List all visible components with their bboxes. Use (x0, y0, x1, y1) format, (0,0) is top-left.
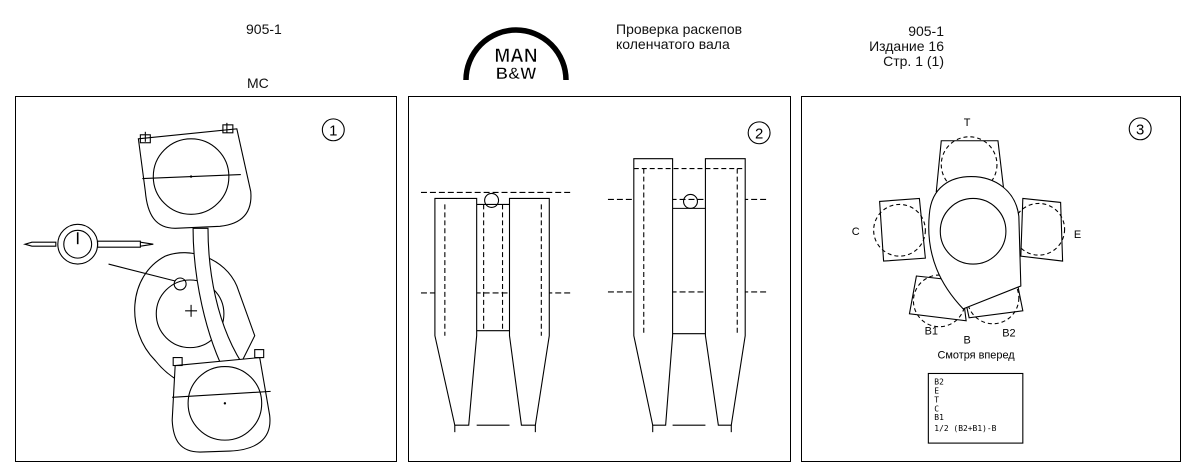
figure-2-number-circle (747, 121, 771, 145)
document-meta: 905-1 Издание 16 Стр. 1 (1) (820, 24, 944, 69)
legend-line: T (934, 395, 939, 404)
gauge-spindle-right (97, 240, 141, 248)
legend-line: E (934, 386, 939, 395)
logo-text-bw: B&W (496, 64, 538, 83)
document-title: Проверка раскепов коленчатого вала (616, 22, 742, 52)
doc-number-right: 905-1 (908, 23, 944, 39)
edition: Издание 16 (869, 38, 944, 54)
doc-number-left: 905-1 (246, 21, 282, 37)
web-right (1020, 197, 1064, 262)
rod-shank (192, 227, 248, 380)
crank-throw-left-view (420, 191, 574, 433)
web-left (879, 197, 926, 262)
engine-series: MC (247, 75, 269, 91)
figure-1-number: 1 (329, 123, 337, 139)
figure-1-number-circle (321, 118, 345, 142)
legend-line: 1/2 (B2+B1)-B (934, 424, 996, 433)
label-b2: B2 (1002, 328, 1015, 340)
upper-bearing-housing (137, 128, 252, 229)
legend-line: B2 (934, 377, 944, 386)
legend-lines: B2 E T C B1 1/2 (B2+B1)-B (934, 377, 996, 433)
logo-text-man: MAN (494, 46, 537, 67)
upper-bore (152, 138, 230, 215)
title-line-1: Проверка раскепов (616, 21, 743, 37)
label-t: T (964, 117, 971, 129)
man-bw-logo: MAN B&W (463, 27, 569, 83)
gauge-hole (173, 277, 187, 291)
legend-box (927, 372, 1024, 444)
figure-3-number: 3 (1136, 122, 1144, 138)
legend-line: C (934, 404, 939, 413)
page-number: Стр. 1 (1) (883, 53, 944, 69)
crank-throw-right-view (607, 158, 768, 433)
figure-3-number-circle (1128, 117, 1152, 141)
label-b: B (963, 335, 970, 347)
figure-1-panel: 1 (15, 96, 397, 462)
gauge-spindle-left (23, 241, 57, 247)
crankpin-front (939, 197, 1007, 265)
figure-3-drawing: 3 T C E B1 B B2 Смотря вперед B2 E T C B… (852, 117, 1152, 444)
figure-3-panel: 3 T C E B1 B B2 Смотря вперед B2 E T C B… (801, 96, 1181, 462)
figure-2-number: 2 (755, 126, 763, 142)
label-e: E (1074, 229, 1081, 241)
figure-1-drawing: 1 (23, 118, 345, 453)
title-line-2: коленчатого вала (616, 36, 730, 52)
figure-2-drawing: 2 (420, 121, 771, 433)
lower-bore (187, 365, 263, 441)
lower-bearing-housing (171, 356, 271, 453)
label-b1: B1 (925, 326, 938, 338)
figure-3-caption: Смотря вперед (937, 350, 1015, 362)
gauge-leader-line (108, 263, 176, 282)
crank-pin (155, 279, 225, 349)
label-c: C (852, 226, 860, 238)
legend-line: B1 (934, 413, 944, 422)
figure-2-panel: 2 (408, 96, 791, 462)
